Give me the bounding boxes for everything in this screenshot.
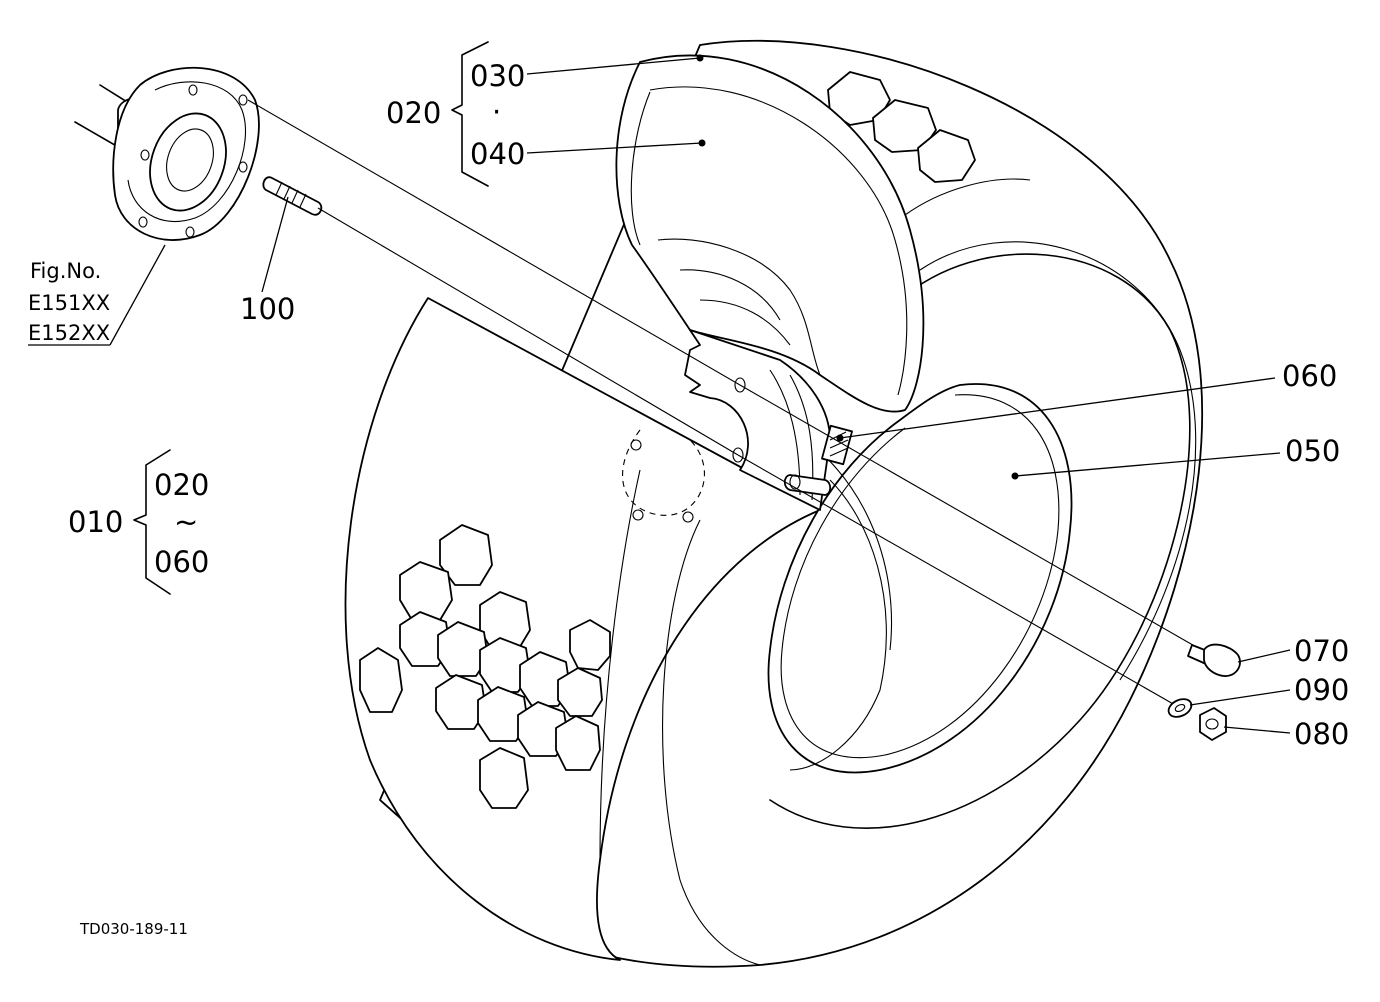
label-010-range-start: 020 bbox=[154, 468, 209, 502]
bolt-circle bbox=[622, 429, 705, 523]
label-090: 090 bbox=[1294, 673, 1349, 707]
label-050: 050 bbox=[1285, 434, 1340, 468]
valve bbox=[821, 424, 853, 466]
label-070: 070 bbox=[1294, 634, 1349, 668]
bolt bbox=[1187, 643, 1241, 677]
fig-no-title: Fig.No. bbox=[30, 259, 101, 283]
drawing-code: TD030-189-11 bbox=[79, 920, 188, 938]
bracket-020 bbox=[451, 41, 489, 187]
label-010: 010 bbox=[68, 505, 123, 539]
label-040: 040 bbox=[470, 137, 525, 171]
fig-no-e152: E152XX bbox=[28, 321, 110, 345]
label-060: 060 bbox=[1282, 359, 1337, 393]
labels: 020 030 · 040 010 020 ~ 060 060 050 070 … bbox=[28, 59, 1349, 938]
label-dot: · bbox=[492, 95, 501, 129]
label-range-symbol: ~ bbox=[174, 505, 198, 539]
label-030: 030 bbox=[470, 59, 525, 93]
nut bbox=[1199, 707, 1227, 741]
hub bbox=[74, 66, 260, 241]
label-010-range-end: 060 bbox=[154, 545, 209, 579]
label-100: 100 bbox=[240, 292, 295, 326]
assembly-lines bbox=[247, 99, 1199, 706]
label-020-group: 020 bbox=[386, 96, 441, 130]
label-080: 080 bbox=[1294, 717, 1349, 751]
stud-bolt bbox=[262, 176, 323, 216]
inner-tube bbox=[615, 54, 925, 413]
rim-flange bbox=[684, 329, 831, 511]
leader-lines bbox=[28, 54, 1291, 734]
rim-stud bbox=[783, 474, 832, 496]
washer bbox=[1167, 698, 1193, 718]
fig-no-e151: E151XX bbox=[28, 291, 110, 315]
tread-blocks-side bbox=[359, 524, 611, 809]
bracket-010 bbox=[133, 449, 171, 595]
tread-blocks-top bbox=[827, 71, 976, 183]
